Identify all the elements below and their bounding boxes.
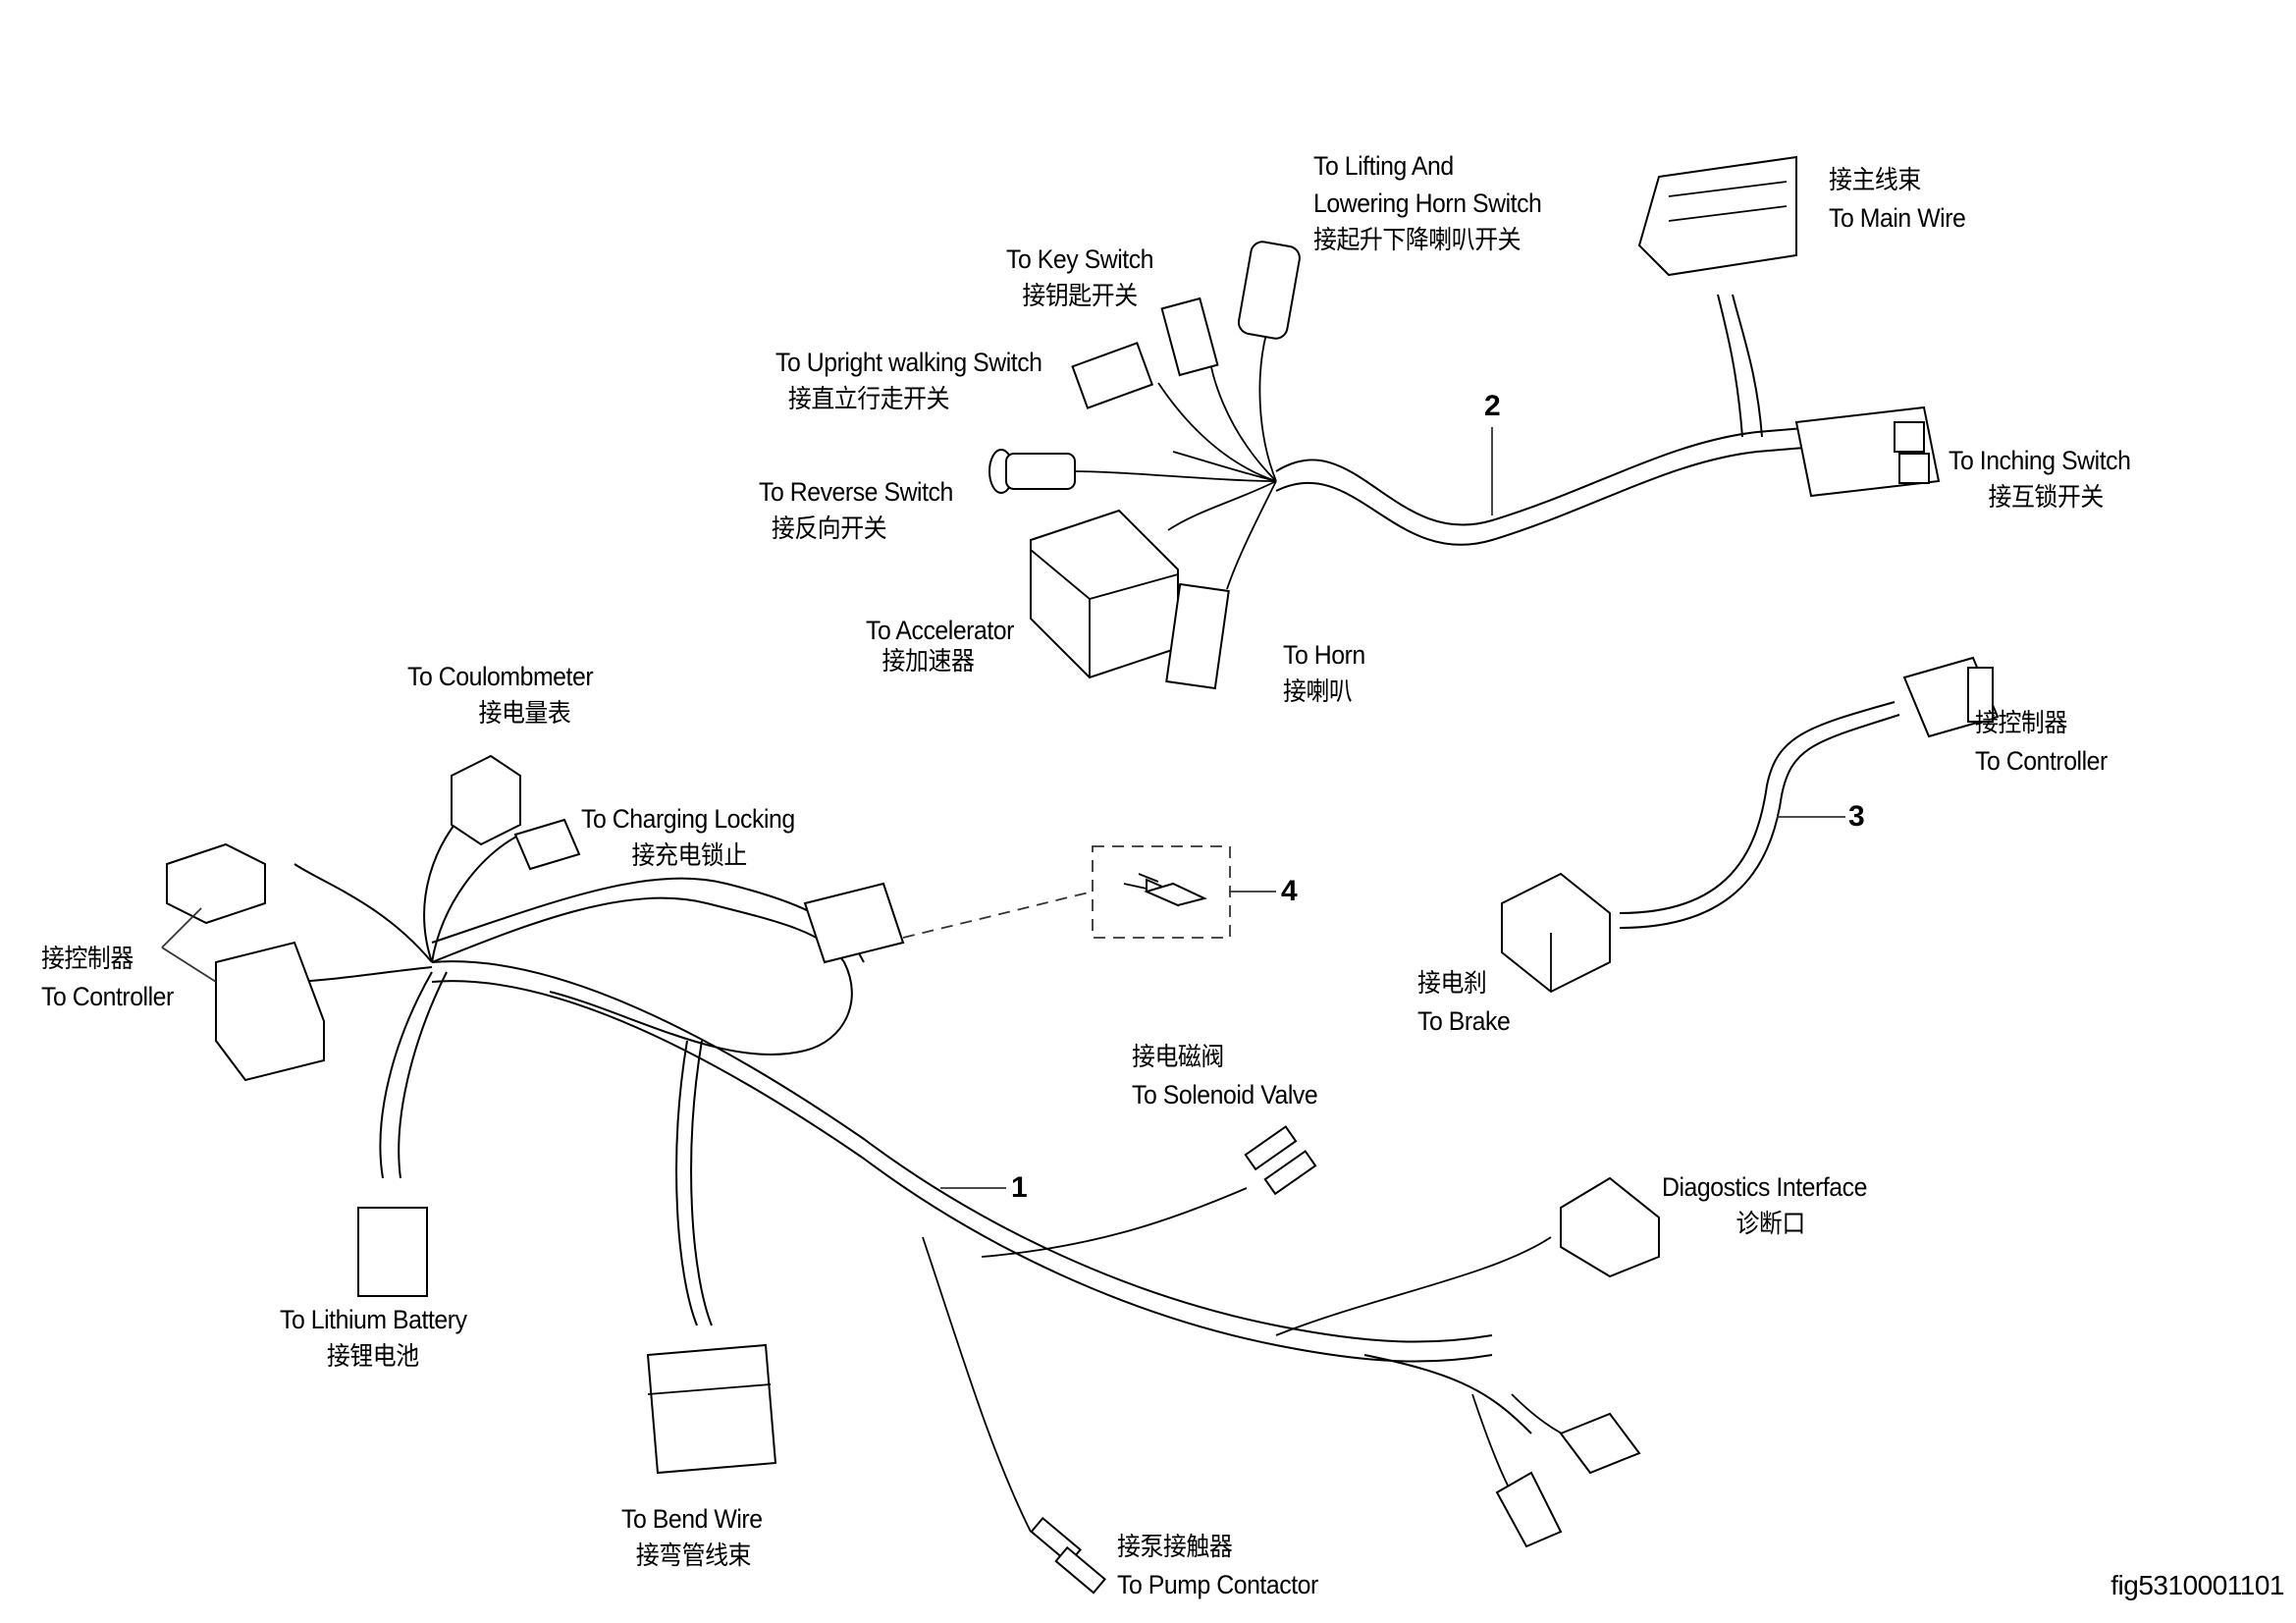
label-en: To Bend Wire (621, 1504, 763, 1534)
label-en: To Controller (1975, 746, 2108, 776)
label-en: To Main Wire (1829, 203, 1966, 233)
fuse-dashed-box (1092, 845, 1231, 939)
controller-left-connector-large (215, 941, 325, 1082)
label-en: To Accelerator (866, 616, 1014, 645)
label-controller-left: 接控制器 To Controller (41, 941, 174, 1015)
label-bend-wire: To Bend Wire 接弯管线束 (621, 1500, 763, 1575)
label-coulombmeter: To Coulombmeter 接电量表 (407, 658, 594, 732)
label-zh: 接充电锁止 (631, 841, 748, 871)
label-charging-locking: To Charging Locking 接充电锁止 (581, 800, 795, 875)
lithium-battery-connector (357, 1207, 428, 1297)
harness-3-cable (1619, 701, 1896, 914)
main-wire-connector (1637, 155, 1797, 277)
label-zh: 接控制器 (41, 945, 133, 974)
label-en: To Upright walking Switch (775, 348, 1042, 377)
bend-wire-connector (646, 1343, 777, 1475)
label-upright-walking-switch: To Upright walking Switch 接直立行走开关 (775, 344, 1042, 418)
label-lithium-battery: To Lithium Battery 接锂电池 (280, 1301, 467, 1376)
label-brake: 接电刹 To Brake (1417, 965, 1511, 1040)
label-controller-right: 接控制器 To Controller (1975, 705, 2108, 780)
coulombmeter-connector (451, 754, 521, 846)
label-zh: 接电磁阀 (1132, 1043, 1224, 1072)
label-zh: 接反向开关 (771, 514, 887, 544)
label-en: To Key Switch (1006, 244, 1154, 274)
label-en: Diagostics Interface (1662, 1172, 1867, 1202)
label-en: To Reverse Switch (759, 477, 953, 507)
pump-contactor-terminals (1030, 1516, 1106, 1595)
label-en: To Lithium Battery (280, 1305, 467, 1334)
label-zh: 接起升下降喇叭开关 (1313, 226, 1522, 255)
controller-right-connector (1902, 656, 2000, 738)
label-zh: 诊断口 (1735, 1210, 1805, 1239)
label-en: To Coulombmeter (407, 662, 594, 691)
label-en: To Charging Locking (581, 804, 795, 834)
reverse-switch-connector (988, 449, 1076, 494)
label-zh: 接喇叭 (1283, 677, 1353, 707)
callout-1: 1 (1011, 1171, 1028, 1204)
label-en: To Inching Switch (1949, 446, 2131, 475)
label-solenoid-valve: 接电磁阀 To Solenoid Valve (1132, 1039, 1318, 1113)
label-en: To Solenoid Valve (1132, 1080, 1318, 1109)
harness-1-cable (431, 960, 1493, 1343)
label-zh: 接主线束 (1829, 166, 1921, 195)
harness-1 (166, 754, 1660, 1595)
fuse-dashed-leader (902, 891, 1094, 939)
horn-connector (1165, 582, 1230, 690)
callout-4: 4 (1281, 875, 1298, 907)
harness-3 (1501, 656, 2000, 994)
label-en: To Lifting And (1313, 151, 1454, 181)
extra-connector-b (1495, 1471, 1563, 1548)
label-zh: 接电量表 (478, 699, 571, 729)
harness-2 (988, 155, 1941, 690)
label-lifting-lowering-horn-switch: To Lifting And Lowering Horn Switch 接起升下… (1313, 147, 1542, 259)
controller-left-leader-b (161, 947, 217, 983)
label-zh: 接控制器 (1975, 709, 2067, 738)
upright-walking-switch-connector (1071, 342, 1154, 409)
charging-locking-connector (513, 818, 581, 871)
controller-left-leader-a (161, 907, 202, 948)
label-horn: To Horn 接喇叭 (1283, 636, 1365, 711)
label-en-line2: Lowering Horn Switch (1313, 189, 1542, 218)
label-zh: 接直立行走开关 (787, 385, 950, 414)
accelerator-connector (1030, 509, 1179, 679)
label-key-switch: To Key Switch 接钥匙开关 (1006, 241, 1153, 315)
diagnostics-interface-connector (1560, 1176, 1660, 1278)
label-zh: 接泵接触器 (1117, 1533, 1233, 1562)
lifting-lowering-horn-switch-connector (1237, 241, 1301, 340)
label-reverse-switch: To Reverse Switch 接反向开关 (759, 473, 953, 548)
label-en: To Horn (1283, 640, 1365, 670)
fuse-icon (1123, 873, 1207, 907)
brake-connector (1501, 872, 1611, 994)
label-pump-contactor: 接泵接触器 To Pump Contactor (1117, 1529, 1318, 1603)
label-zh: 接电刹 (1417, 969, 1487, 999)
fuse-holder-connector (803, 882, 905, 964)
label-diagnostics-interface: Diagostics Interface 诊断口 (1662, 1168, 1867, 1243)
key-switch-connector (1160, 297, 1219, 377)
label-zh: 接弯管线束 (635, 1542, 752, 1571)
label-en: To Brake (1417, 1006, 1511, 1036)
callout-3: 3 (1848, 800, 1865, 833)
inching-switch-connector (1794, 406, 1941, 498)
label-main-wire: 接主线束 To Main Wire (1829, 162, 1966, 237)
extra-connector-a (1559, 1412, 1641, 1475)
label-zh: 接锂电池 (326, 1342, 419, 1372)
harness-2-cable (1275, 426, 1817, 526)
label-zh: 接钥匙开关 (1022, 282, 1138, 311)
solenoid-valve-terminals (1244, 1125, 1317, 1196)
label-en: To Controller (41, 982, 174, 1011)
label-en: To Pump Contactor (1117, 1570, 1318, 1599)
controller-left-connector-small (166, 842, 266, 925)
label-inching-switch: To Inching Switch 接互锁开关 (1949, 442, 2131, 516)
label-accelerator: To Accelerator 接加速器 (866, 615, 1014, 677)
callout-2: 2 (1484, 390, 1501, 422)
label-zh: 接互锁开关 (1988, 483, 2104, 513)
figure-id: fig5310001101 (2110, 1570, 2284, 1600)
label-zh: 接加速器 (881, 647, 975, 676)
